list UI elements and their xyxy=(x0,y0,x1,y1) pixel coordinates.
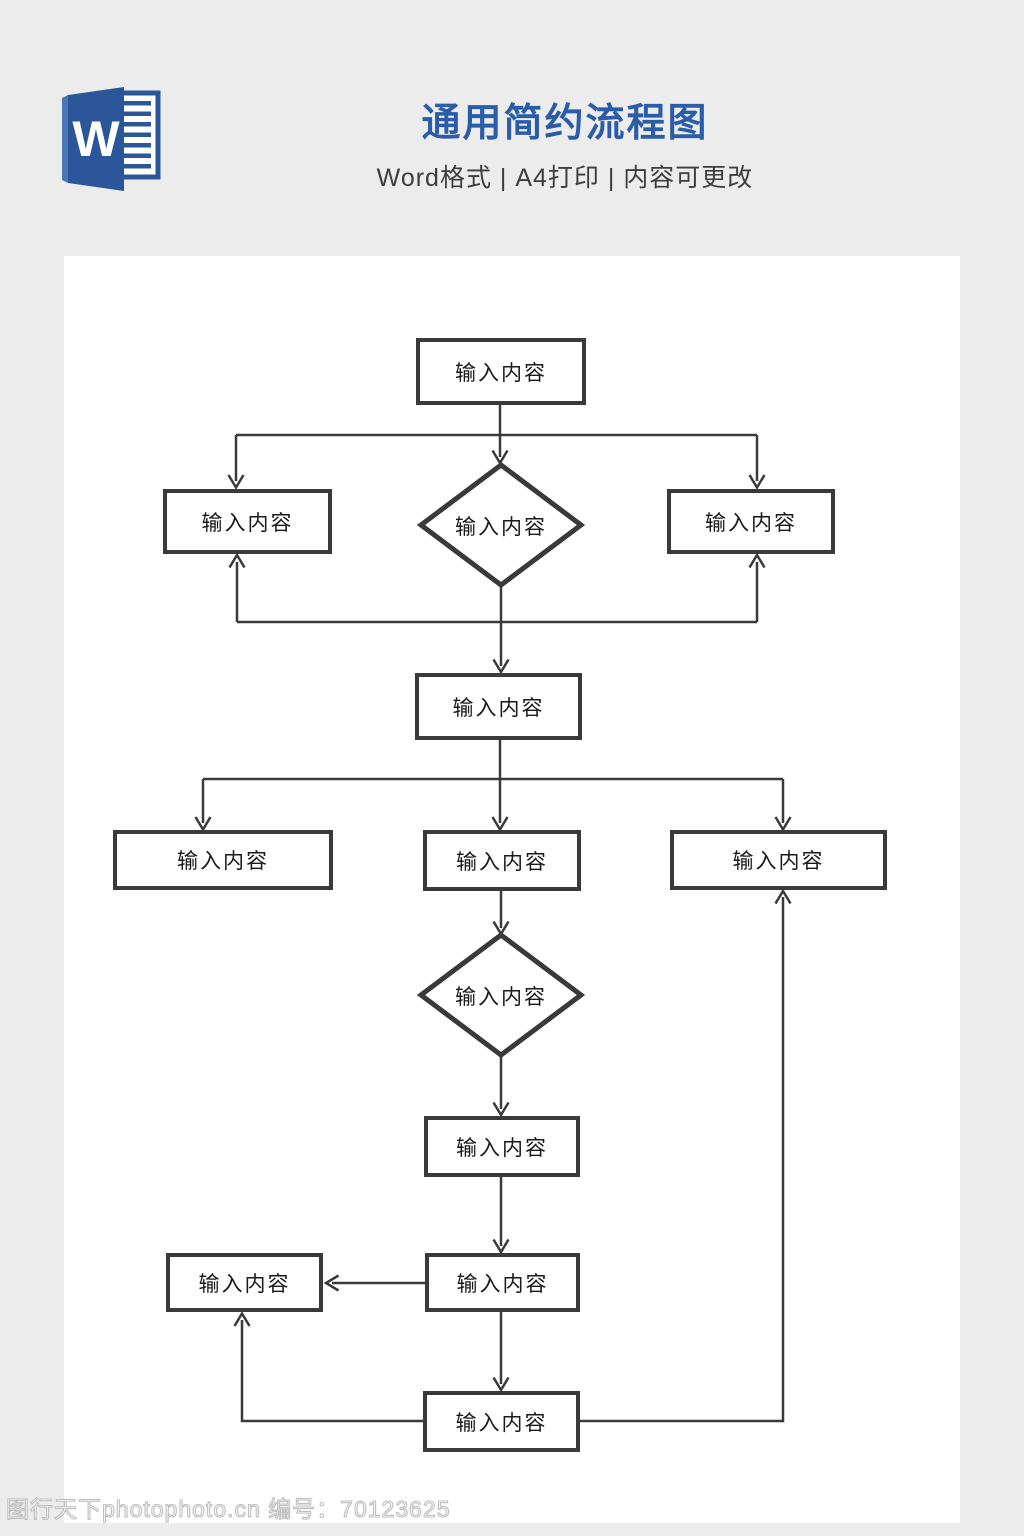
word-icon-cover xyxy=(68,87,124,191)
flow-node-end-box: 输入内容 xyxy=(423,1391,580,1452)
word-icon-sheet-lines xyxy=(121,101,151,169)
flow-node-result-box: 输入内容 xyxy=(424,1116,580,1177)
arrowhead-up xyxy=(233,1311,251,1327)
arrowhead-down xyxy=(492,658,510,675)
flow-node-decision-1-label: 输入内容 xyxy=(455,515,547,539)
flow-node-row4-middle-box: 输入内容 xyxy=(423,830,581,891)
page-title: 通用简约流程图 xyxy=(421,102,709,145)
arrowhead-down xyxy=(492,1101,510,1118)
flow-node-branch-right-box: 输入内容 xyxy=(667,489,835,554)
arrowhead-down xyxy=(491,816,509,832)
flowchart-connectors xyxy=(194,405,792,1423)
flow-node-branch-left-box: 输入内容 xyxy=(163,489,332,554)
flow-node-decision-2-label: 输入内容 xyxy=(455,985,547,1009)
bottom-strip xyxy=(0,1523,1024,1536)
arrowhead-down xyxy=(774,816,792,832)
flow-node-process-box: 输入内容 xyxy=(425,1253,580,1312)
flow-node-decision-2 xyxy=(416,931,586,1059)
flow-node-top-box: 输入内容 xyxy=(416,338,586,405)
flowchart-page: 输入内容 输入内容 输入内容 输入内容 输入内容 输入内容 输入内容 输入内容 … xyxy=(64,256,960,1523)
page-subtitle: Word格式 | A4打印 | 内容可更改 xyxy=(376,164,754,192)
arrowhead-down xyxy=(492,1238,510,1255)
connector-end-to-right-loop xyxy=(580,897,785,1423)
flow-node-merge-box: 输入内容 xyxy=(415,673,582,740)
arrowhead-down xyxy=(748,474,766,490)
arrowhead-down xyxy=(492,1376,510,1393)
word-icon: W xyxy=(62,87,161,191)
flow-node-decision-1 xyxy=(416,461,586,589)
watermark-text: 图行天下photophoto.cn 编号：70123625 xyxy=(5,1495,451,1522)
connector-lines xyxy=(194,405,792,1423)
flow-node-row4-left-box: 输入内容 xyxy=(113,830,333,890)
connector-end-to-side-loop xyxy=(240,1320,423,1423)
flow-node-side-left-box: 输入内容 xyxy=(166,1253,323,1312)
arrowhead-left xyxy=(323,1274,340,1292)
flow-node-row4-right-box: 输入内容 xyxy=(670,830,887,890)
arrowhead-down xyxy=(227,474,245,490)
word-icon-fold xyxy=(62,95,68,183)
arrowhead-up xyxy=(748,552,766,569)
arrowhead-up xyxy=(774,888,792,905)
word-icon-letter: W xyxy=(72,111,120,167)
arrowhead-up xyxy=(228,552,246,569)
arrowhead-down xyxy=(194,816,212,832)
